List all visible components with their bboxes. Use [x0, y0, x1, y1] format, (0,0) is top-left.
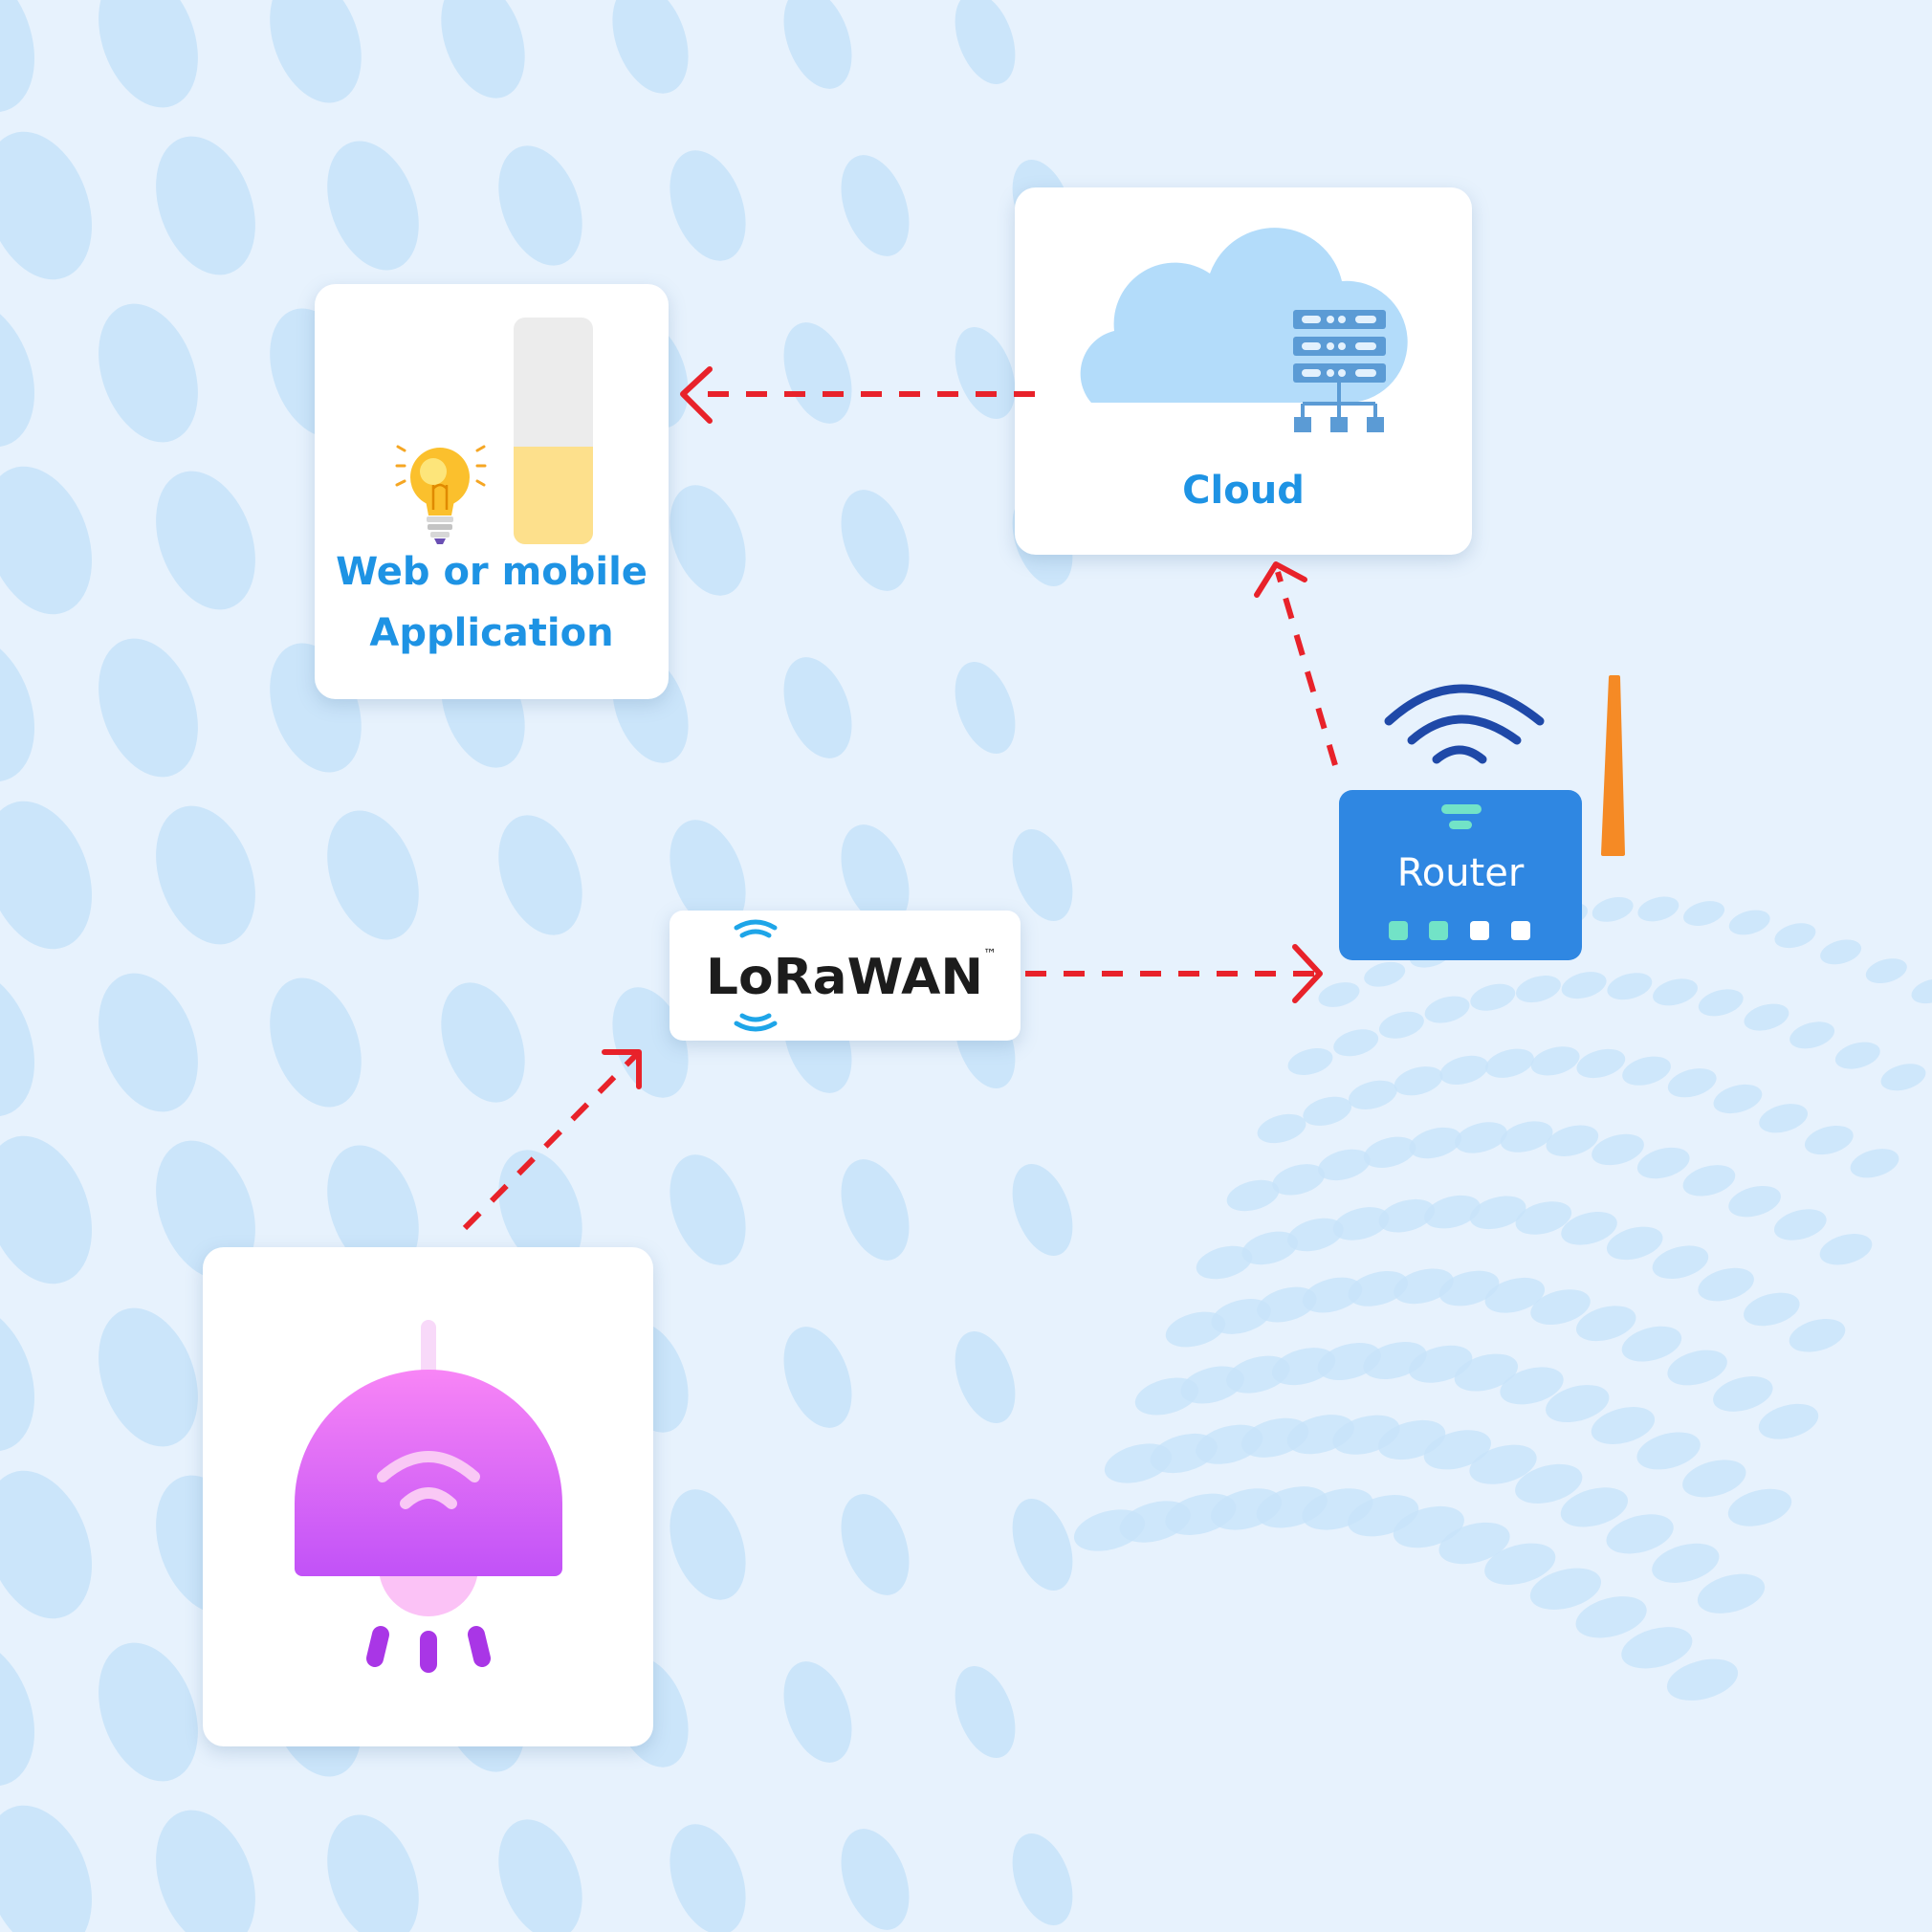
server-rack: [1293, 310, 1386, 432]
lorawan-card: LoRaWAN ™: [670, 911, 1021, 1041]
router-graphic: [1339, 675, 1625, 960]
lorawan-logo: LoRaWAN ™: [706, 919, 997, 1032]
wifi-icon: [1384, 684, 1545, 764]
device-card: [203, 1247, 653, 1746]
router-body: [1339, 790, 1582, 960]
app-label-line2: Application: [369, 611, 614, 655]
cloud-label: Cloud: [1182, 469, 1305, 513]
cloud-card: Cloud: [1015, 187, 1472, 555]
lorawan-logo-text: LoRaWAN: [706, 949, 983, 1006]
router-leds: [1389, 921, 1530, 940]
lorawan-trademark: ™: [983, 947, 997, 962]
lorawan-signal-icon: [734, 919, 778, 1032]
lightbulb-meter-icon: [395, 318, 593, 544]
smart-lamp-icon: [295, 1320, 562, 1673]
router-label: Router: [1396, 851, 1525, 895]
antenna: [1601, 675, 1625, 856]
app-card: Web or mobile Application: [315, 284, 669, 699]
app-label-line1: Web or mobile: [336, 550, 648, 594]
cloud-server-icon: [1080, 228, 1408, 432]
